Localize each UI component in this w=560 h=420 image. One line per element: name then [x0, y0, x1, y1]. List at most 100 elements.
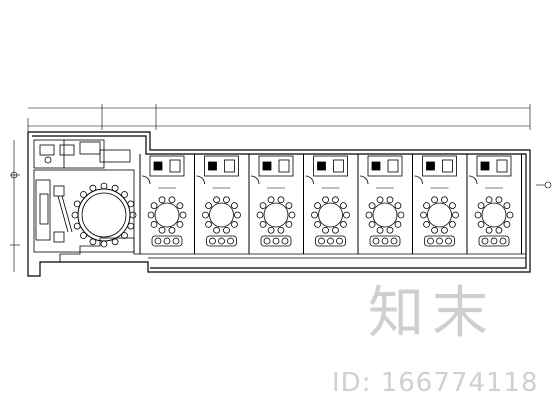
chair	[176, 202, 184, 209]
chair	[441, 226, 448, 234]
chair	[386, 196, 394, 204]
chair	[365, 211, 373, 219]
chair	[234, 211, 241, 219]
chair	[205, 221, 212, 228]
chair	[474, 211, 482, 219]
chair	[332, 226, 339, 234]
round-table	[481, 202, 507, 228]
watermark-brand: 知末	[368, 281, 496, 346]
chair	[420, 211, 427, 219]
axis-marker-right	[536, 181, 552, 189]
chair	[322, 226, 329, 234]
chair	[322, 196, 329, 204]
chair	[223, 226, 230, 234]
watermark-id: ID: 166774118	[332, 368, 539, 398]
banquet-room	[139, 154, 187, 254]
chair	[288, 211, 296, 219]
chair	[150, 202, 158, 209]
chair	[71, 211, 79, 219]
chair	[267, 226, 275, 234]
banquet-room	[466, 154, 514, 254]
round-table	[372, 202, 398, 228]
chair	[277, 226, 285, 234]
chair	[111, 184, 119, 192]
chair	[223, 196, 230, 204]
chair	[495, 226, 503, 234]
chair	[449, 221, 456, 228]
chair	[202, 211, 209, 219]
chair	[332, 196, 339, 204]
chair	[127, 200, 135, 208]
round-table	[427, 202, 452, 228]
chair	[394, 202, 402, 209]
chair	[343, 211, 350, 219]
chair	[231, 202, 238, 209]
chair	[158, 226, 166, 234]
chair	[314, 202, 321, 209]
chair	[495, 196, 503, 204]
chair	[213, 226, 220, 234]
chair	[485, 196, 493, 204]
chair	[158, 196, 166, 204]
chair	[111, 238, 119, 246]
round-table	[318, 202, 343, 228]
chair	[213, 196, 220, 204]
banquet-room	[248, 154, 296, 254]
outer-walls	[27, 131, 531, 277]
chair	[259, 202, 267, 209]
chair	[477, 221, 485, 228]
chair	[129, 211, 137, 219]
chair	[168, 196, 176, 204]
chair	[340, 221, 347, 228]
chair	[259, 221, 267, 228]
chair	[80, 232, 87, 239]
chair	[89, 184, 97, 192]
dimension-lines-left	[10, 140, 20, 272]
chair	[121, 232, 128, 239]
chair	[376, 196, 384, 204]
chair	[311, 211, 318, 219]
chair	[277, 196, 285, 204]
chair	[150, 221, 158, 228]
chair	[485, 226, 493, 234]
chair	[231, 221, 238, 228]
chair	[73, 222, 81, 230]
banquet-room	[303, 154, 350, 254]
chair	[176, 221, 184, 228]
chair	[386, 226, 394, 234]
chair	[503, 202, 511, 209]
chair	[376, 226, 384, 234]
service-rooms	[33, 139, 131, 169]
chair	[397, 211, 405, 219]
vip-chairs	[71, 182, 137, 248]
chair	[503, 221, 511, 228]
chair	[285, 202, 293, 209]
chair	[314, 221, 321, 228]
round-table	[209, 202, 234, 228]
chair	[121, 191, 128, 198]
chair	[431, 226, 438, 234]
chair	[179, 211, 187, 219]
chair	[423, 221, 430, 228]
chair	[441, 196, 448, 204]
round-table	[263, 202, 289, 228]
chair	[449, 202, 456, 209]
chair	[368, 221, 376, 228]
chair	[423, 202, 430, 209]
vip-room	[33, 169, 137, 253]
chair	[394, 221, 402, 228]
chair	[267, 196, 275, 204]
chair	[431, 196, 438, 204]
banquet-room	[357, 154, 405, 254]
chair	[340, 202, 347, 209]
chair	[256, 211, 264, 219]
chair	[368, 202, 376, 209]
chair	[73, 200, 81, 208]
chair	[285, 221, 293, 228]
chair	[205, 202, 212, 209]
chair	[100, 240, 108, 248]
round-table	[154, 202, 180, 228]
chair	[147, 211, 155, 219]
chair	[89, 238, 97, 246]
chair	[100, 182, 108, 190]
